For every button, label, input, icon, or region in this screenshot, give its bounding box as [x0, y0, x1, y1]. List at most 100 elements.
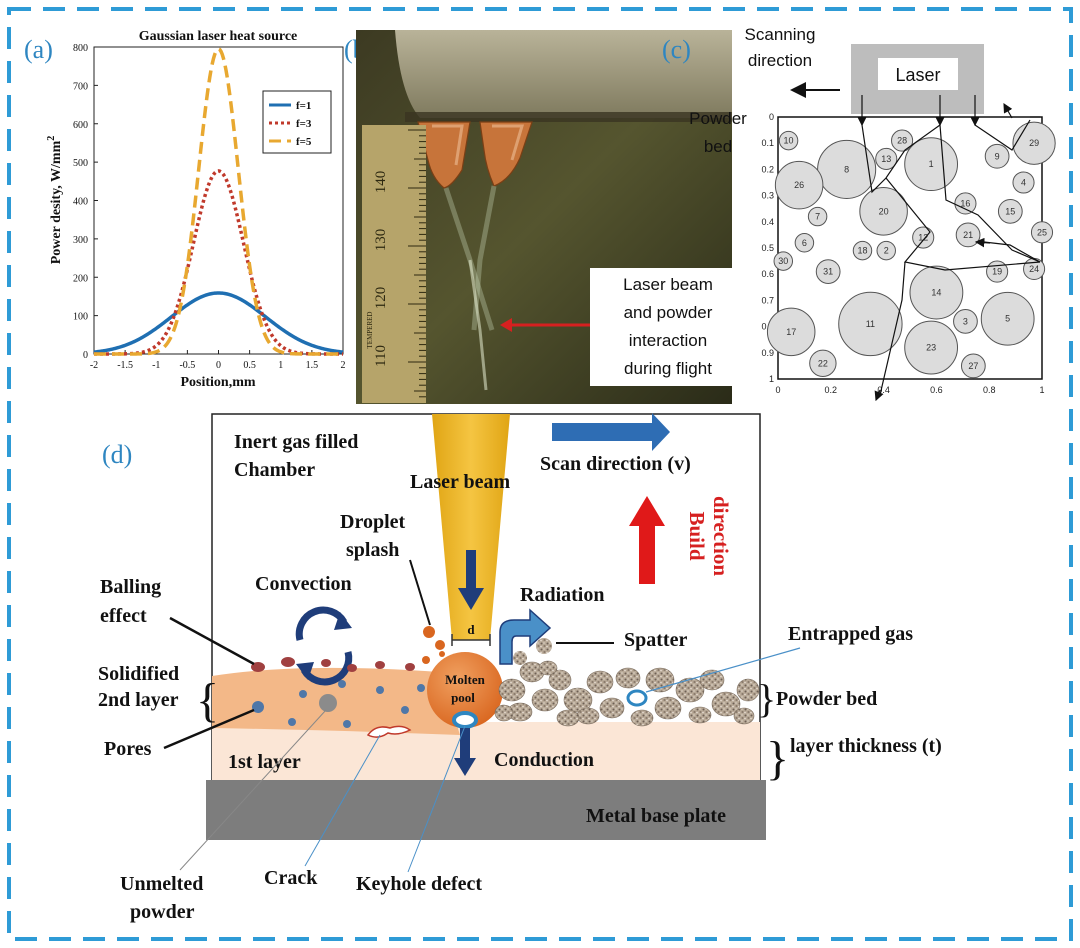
- x-tick-label: -1: [152, 360, 160, 371]
- powder-particle: [654, 696, 682, 720]
- laser-label: Laser: [895, 65, 940, 85]
- particle-id: 22: [818, 358, 828, 368]
- particle-id: 7: [815, 212, 820, 222]
- powder-particle: [1012, 121, 1056, 165]
- particle-id: 11: [866, 319, 875, 329]
- balling-effect-label: effect: [100, 605, 147, 627]
- powder-particle: [953, 308, 978, 334]
- legend-box: [262, 90, 332, 154]
- annotation-line: and powder: [624, 303, 713, 322]
- ruler-tick-marks: [408, 129, 426, 398]
- panel-d: (d) Metal base plate d Molten pool: [98, 413, 942, 923]
- base-plate-label: Metal base plate: [586, 805, 726, 827]
- pores-leader: [163, 708, 255, 750]
- crack-leader: [304, 734, 381, 867]
- powder-particle: [766, 307, 816, 357]
- powder-particle: [599, 697, 625, 719]
- particle-id: 3: [963, 316, 968, 326]
- molten-pool-label: pool: [451, 690, 475, 705]
- molten-pool-label: Molten: [445, 672, 485, 687]
- x-axis-label: Position,mm: [180, 375, 255, 390]
- particle-id: 29: [1029, 138, 1039, 148]
- laser-box: [878, 58, 958, 90]
- ruler-label: 130: [373, 229, 389, 252]
- radiation-arrow: [499, 608, 552, 665]
- y-tick-label: 300: [73, 235, 88, 246]
- x-tick-label: 0.5: [243, 360, 256, 371]
- y-tick-label: 0.1: [761, 138, 774, 148]
- y-tick-label: 0.9: [761, 348, 774, 358]
- nozzle-housing: [395, 30, 732, 118]
- droplet: [439, 651, 445, 657]
- ruler-label: 120: [373, 287, 389, 310]
- powder-bed-particles: [494, 660, 760, 727]
- y-tick-label: 0.3: [761, 191, 774, 201]
- particle-id: 27: [968, 361, 978, 371]
- chart-legend: f=1f=3f=5: [262, 90, 332, 154]
- entrapped-gas-label: Entrapped gas: [788, 623, 913, 645]
- unmelted-leader: [179, 709, 327, 871]
- particle-id: 28: [897, 136, 907, 146]
- legend-label: f=5: [296, 136, 312, 148]
- balling-leader: [169, 616, 255, 666]
- powder-particle: [688, 706, 712, 724]
- spot-diameter-label: d: [467, 622, 475, 637]
- particle-id: 26: [794, 180, 804, 190]
- particle-id: 16: [960, 198, 970, 208]
- laser-beam: [432, 414, 510, 640]
- annotation-line: during flight: [624, 359, 712, 378]
- nozzle-shadow-band: [405, 112, 732, 122]
- powder-particle: [576, 707, 600, 725]
- powder-particle: [531, 688, 559, 712]
- panel-d-label: (d): [102, 440, 132, 469]
- particle-id: 6: [802, 238, 807, 248]
- powder-particle: [548, 669, 572, 691]
- droplet-splash-label: splash: [346, 539, 399, 561]
- powder-particle: [556, 709, 580, 727]
- scan-direction-arrow: [552, 413, 670, 451]
- powder-particle: [736, 678, 760, 702]
- spatter-label: Spatter: [624, 629, 687, 651]
- y-tick-label: 0.6: [761, 269, 774, 279]
- chart-title: Gaussian laser heat source: [139, 29, 298, 44]
- y-tick-label: 0: [769, 112, 774, 122]
- y-tick-label: 0: [83, 350, 88, 361]
- x-tick-label: 2: [341, 360, 346, 371]
- powder-particle: [984, 143, 1010, 169]
- droplet: [435, 640, 445, 650]
- powder-particle: [807, 206, 828, 227]
- powder-particle: [733, 707, 755, 725]
- unmelted-powder-label: Unmelted: [120, 873, 203, 895]
- particle-id: 2: [884, 246, 889, 256]
- chamber-label: Inert gas filled: [234, 431, 358, 453]
- powder-particle: [817, 139, 877, 199]
- particle-id: 21: [963, 230, 973, 240]
- balling-beads: [251, 657, 415, 672]
- x-tick-label: 1.5: [306, 360, 319, 371]
- powder-particle: [563, 687, 593, 713]
- particle-id: 12: [918, 233, 928, 243]
- x-tick-label: 0.2: [825, 385, 838, 395]
- y-tick-label: 0.2: [761, 164, 774, 174]
- powder-particle: [809, 349, 837, 377]
- entrapped-gas-bubble: [626, 689, 648, 707]
- annotation-line: Laser beam: [623, 275, 713, 294]
- ruler-label: 140: [373, 171, 389, 194]
- x-tick-label: 0.6: [930, 385, 943, 395]
- keyhole-label: Keyhole defect: [356, 873, 482, 895]
- build-direction-arrow: [629, 496, 665, 584]
- y-tick-label: 1: [769, 374, 774, 384]
- powder-particle: [955, 222, 981, 248]
- droplet: [423, 626, 435, 638]
- x-tick-label: -2: [90, 360, 98, 371]
- particle-id: 14: [931, 288, 941, 298]
- particle-id: 13: [881, 154, 891, 164]
- particle-id: 8: [844, 164, 849, 174]
- conduction-arrow-shaft: [460, 728, 470, 760]
- series-line: [94, 46, 343, 356]
- crack: [366, 725, 412, 738]
- x-tick-label: 1: [278, 360, 283, 371]
- powder-particle: [774, 160, 824, 210]
- powder-particle: [852, 240, 873, 261]
